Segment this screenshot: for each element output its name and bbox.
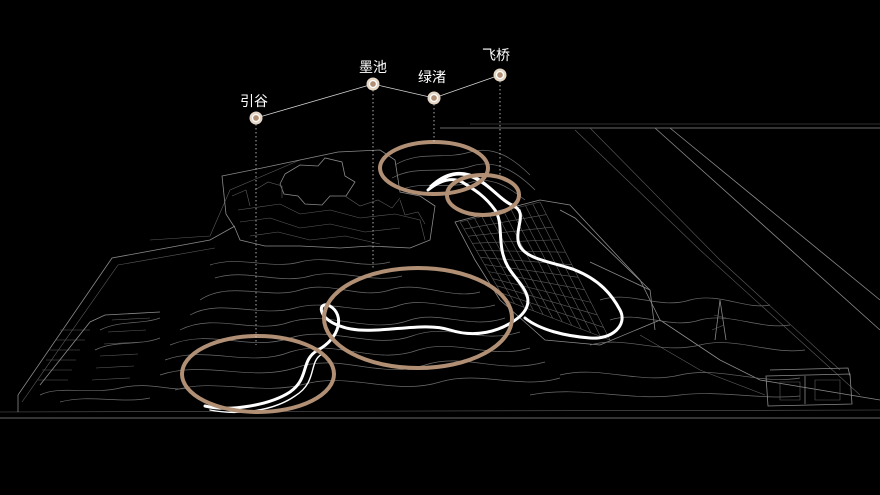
grid-line xyxy=(484,264,579,278)
pavilion xyxy=(765,367,853,407)
grid-line xyxy=(472,239,560,244)
building-complex xyxy=(221,149,436,249)
ring-lvzhu xyxy=(378,140,490,196)
label-yingu: 引谷 xyxy=(240,94,268,125)
grid-line xyxy=(467,220,515,304)
grid-line xyxy=(517,207,582,330)
label-mochi: 墨池 xyxy=(359,60,387,91)
grid-line xyxy=(488,271,585,291)
grid-line xyxy=(488,214,544,315)
grid-line xyxy=(532,203,601,337)
grid-line xyxy=(496,212,553,319)
ring-yingu xyxy=(180,334,336,414)
grid-line xyxy=(503,210,563,322)
ring-mochi xyxy=(322,266,514,370)
grid-line xyxy=(464,214,547,230)
label-yingu-text: 引谷 xyxy=(240,94,268,110)
grid-line xyxy=(459,221,506,301)
grid-line xyxy=(500,292,604,328)
grid-line xyxy=(468,226,553,237)
label-lvzhu: 绿渚 xyxy=(418,70,446,105)
label-feiqiao: 飞桥 xyxy=(482,48,510,82)
label-mochi-text: 墨池 xyxy=(359,60,387,76)
leader-lines xyxy=(255,74,501,345)
site-outline xyxy=(0,123,880,419)
ring-feiqiao xyxy=(445,173,521,217)
grid-line xyxy=(496,285,598,316)
grid-line xyxy=(476,250,566,253)
grid-line xyxy=(492,278,591,303)
grid-line xyxy=(510,209,573,326)
trees xyxy=(711,299,727,341)
grid-line xyxy=(474,218,525,308)
label-feiqiao-text: 飞桥 xyxy=(482,48,510,64)
grid-line xyxy=(525,205,592,333)
parking-area xyxy=(38,311,161,386)
grid-line xyxy=(504,299,611,341)
highlight-rings xyxy=(180,140,521,414)
label-lvzhu-text: 绿渚 xyxy=(418,70,446,86)
